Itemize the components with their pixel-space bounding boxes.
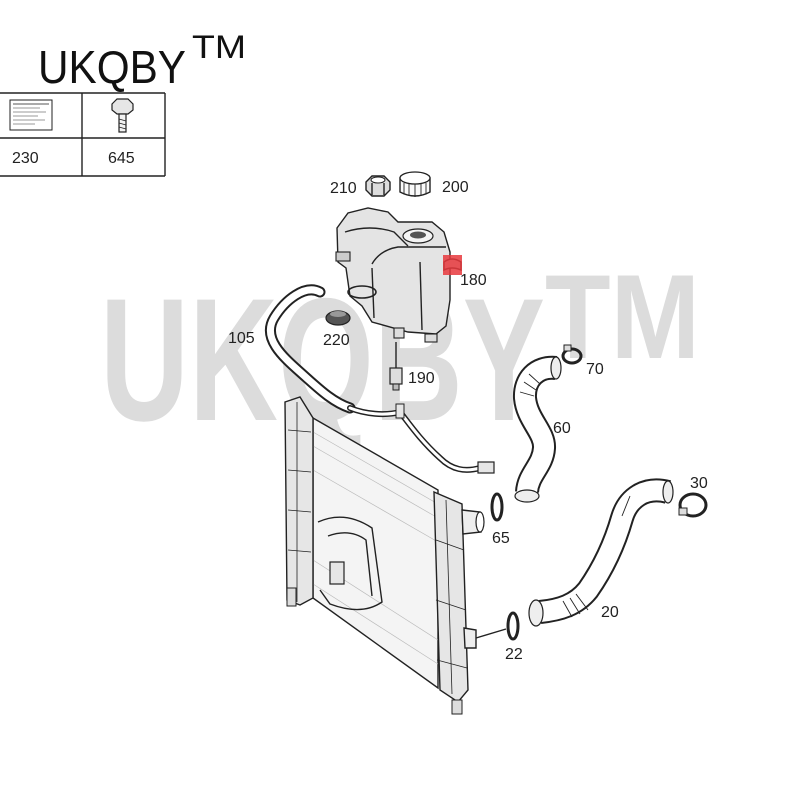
upper-hose-bottom-end bbox=[514, 489, 540, 503]
radiator bbox=[284, 396, 507, 715]
bleed-hose-105 bbox=[264, 284, 495, 474]
lower-hose-20 bbox=[528, 478, 674, 627]
header-logo: UKQBY TM bbox=[30, 22, 260, 93]
upper-outlet-opening bbox=[475, 511, 485, 533]
connector-180 bbox=[443, 255, 462, 275]
header-tm: TM bbox=[192, 29, 246, 65]
filler-neck-opening bbox=[410, 231, 426, 239]
lower-hose-bottom-end bbox=[528, 599, 544, 627]
parts-box: 230 645 bbox=[0, 92, 166, 177]
callout-190: 190 bbox=[408, 370, 435, 387]
lower-outlet-nozzle bbox=[463, 627, 477, 649]
bolt-icon bbox=[111, 98, 134, 133]
callout-labels: 210 200 180 105 220 190 70 60 30 65 20 2… bbox=[228, 179, 708, 663]
upper-hose-top-end bbox=[550, 356, 562, 380]
bleed-hose-bracket bbox=[395, 403, 405, 419]
bleed-hose-fitting bbox=[477, 461, 495, 474]
highlight-marker bbox=[443, 255, 462, 275]
left-tank-ribs bbox=[287, 402, 312, 602]
tank-outlet-left bbox=[393, 327, 405, 339]
hose-clamp-30 bbox=[678, 492, 708, 518]
right-tank-ribs bbox=[435, 499, 468, 695]
leader-22 bbox=[475, 628, 507, 639]
tank-side-inlet bbox=[335, 251, 351, 262]
level-sensor-190 bbox=[389, 342, 403, 391]
grommet-220 bbox=[325, 310, 351, 326]
right-tank-drain bbox=[451, 699, 463, 715]
callout-220: 220 bbox=[323, 332, 350, 349]
callout-60: 60 bbox=[553, 420, 571, 437]
shroud-mount bbox=[329, 561, 345, 585]
callout-200: 200 bbox=[442, 179, 469, 196]
callout-180: 180 bbox=[460, 272, 487, 289]
header-brand: UKQBY bbox=[38, 41, 186, 93]
left-tank-mount bbox=[286, 587, 297, 607]
callout-20: 20 bbox=[601, 604, 619, 621]
callout-30: 30 bbox=[690, 475, 708, 492]
fan-shroud-inner bbox=[327, 532, 373, 597]
label-sticker-icon bbox=[9, 99, 53, 131]
lower-hose-top-end bbox=[662, 480, 674, 504]
o-ring-65 bbox=[490, 492, 504, 522]
callout-105: 105 bbox=[228, 330, 255, 347]
tank-hose-clip bbox=[347, 285, 377, 299]
callout-22: 22 bbox=[505, 646, 523, 663]
hex-nut-210 bbox=[365, 175, 391, 197]
o-ring-22 bbox=[506, 611, 520, 641]
part-label-645: 645 bbox=[108, 150, 135, 167]
callout-65: 65 bbox=[492, 530, 510, 547]
upper-hose-60 bbox=[513, 355, 562, 503]
fan-shroud bbox=[317, 516, 383, 611]
hose-clamp-70 bbox=[561, 344, 583, 365]
part-label-230: 230 bbox=[12, 150, 39, 167]
tank-outlet-right bbox=[424, 333, 438, 343]
pressure-cap-200 bbox=[399, 171, 431, 197]
callout-210: 210 bbox=[330, 180, 357, 197]
callout-70: 70 bbox=[586, 361, 604, 378]
radiator-fins bbox=[312, 431, 439, 665]
radiator-left-tank bbox=[284, 396, 314, 606]
radiator-right-tank bbox=[433, 490, 469, 703]
expansion-tank bbox=[335, 207, 451, 343]
